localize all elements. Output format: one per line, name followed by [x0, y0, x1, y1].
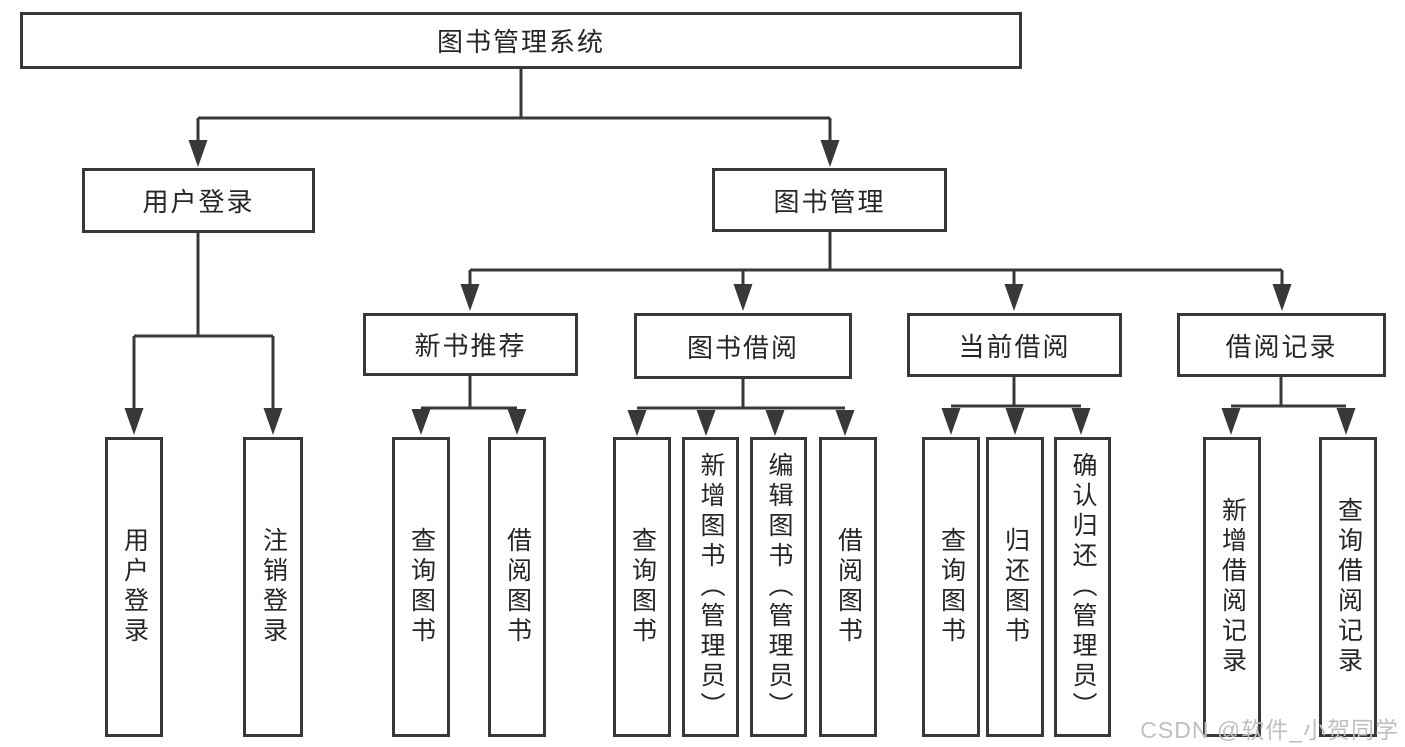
node-user-login-label: 用户登录 [142, 187, 255, 217]
csdn-watermark: CSDN @软件_小贺同学 [1140, 717, 1399, 743]
leaf-add-book-admin: 新增图书（管理员） [682, 437, 739, 737]
leaf-query-borrow-record-label: 查询借阅记录 [1334, 497, 1363, 677]
leaf-return-books: 归还图书 [986, 437, 1044, 737]
leaf-query-books-recommend-label: 查询图书 [407, 527, 436, 647]
node-book-management-label: 图书管理 [773, 186, 886, 217]
leaf-return-books-label: 归还图书 [1001, 527, 1030, 647]
leaf-borrow-books-label: 借阅图书 [834, 527, 863, 647]
leaf-query-books-borrow: 查询图书 [613, 437, 671, 737]
leaf-borrow-books-recommend: 借阅图书 [488, 437, 546, 737]
leaf-query-books-current-label: 查询图书 [937, 527, 966, 647]
node-borrow-records: 借阅记录 [1177, 313, 1386, 377]
leaf-logout: 注销登录 [243, 437, 303, 737]
leaf-edit-book-admin-label: 编辑图书（管理员） [765, 452, 793, 722]
leaf-logout-label: 注销登录 [259, 527, 288, 647]
connector-arrowheads [124, 140, 1356, 436]
node-book-management: 图书管理 [712, 168, 947, 232]
node-new-book-recommend-label: 新书推荐 [414, 331, 527, 361]
leaf-query-books-recommend: 查询图书 [392, 437, 450, 737]
leaf-add-borrow-record-label: 新增借阅记录 [1218, 497, 1247, 677]
node-new-book-recommend: 新书推荐 [363, 313, 578, 376]
node-user-login: 用户登录 [82, 168, 315, 233]
leaf-borrow-books: 借阅图书 [819, 437, 877, 737]
leaf-borrow-books-recommend-label: 借阅图书 [503, 527, 532, 647]
leaf-user-login-label: 用户登录 [120, 527, 149, 647]
leaf-query-books-borrow-label: 查询图书 [628, 527, 657, 647]
node-current-borrow: 当前借阅 [907, 313, 1122, 377]
leaf-add-borrow-record: 新增借阅记录 [1203, 437, 1261, 737]
node-book-borrow-label: 图书借阅 [686, 332, 799, 363]
node-book-borrow: 图书借阅 [634, 313, 852, 379]
leaf-confirm-return-admin-label: 确认归还（管理员） [1069, 452, 1097, 722]
leaf-add-book-admin-label: 新增图书（管理员） [697, 452, 725, 722]
leaf-query-books-current: 查询图书 [922, 437, 980, 737]
connector-edges [132, 69, 1346, 410]
leaf-user-login: 用户登录 [105, 437, 163, 737]
node-library-management-system: 图书管理系统 [20, 12, 1022, 69]
leaf-query-borrow-record: 查询借阅记录 [1319, 437, 1377, 737]
leaf-edit-book-admin: 编辑图书（管理员） [750, 437, 807, 737]
node-current-borrow-label: 当前借阅 [958, 331, 1071, 362]
node-library-management-system-label: 图书管理系统 [436, 27, 605, 57]
leaf-confirm-return-admin: 确认归还（管理员） [1054, 437, 1111, 737]
node-borrow-records-label: 借阅记录 [1225, 331, 1338, 362]
